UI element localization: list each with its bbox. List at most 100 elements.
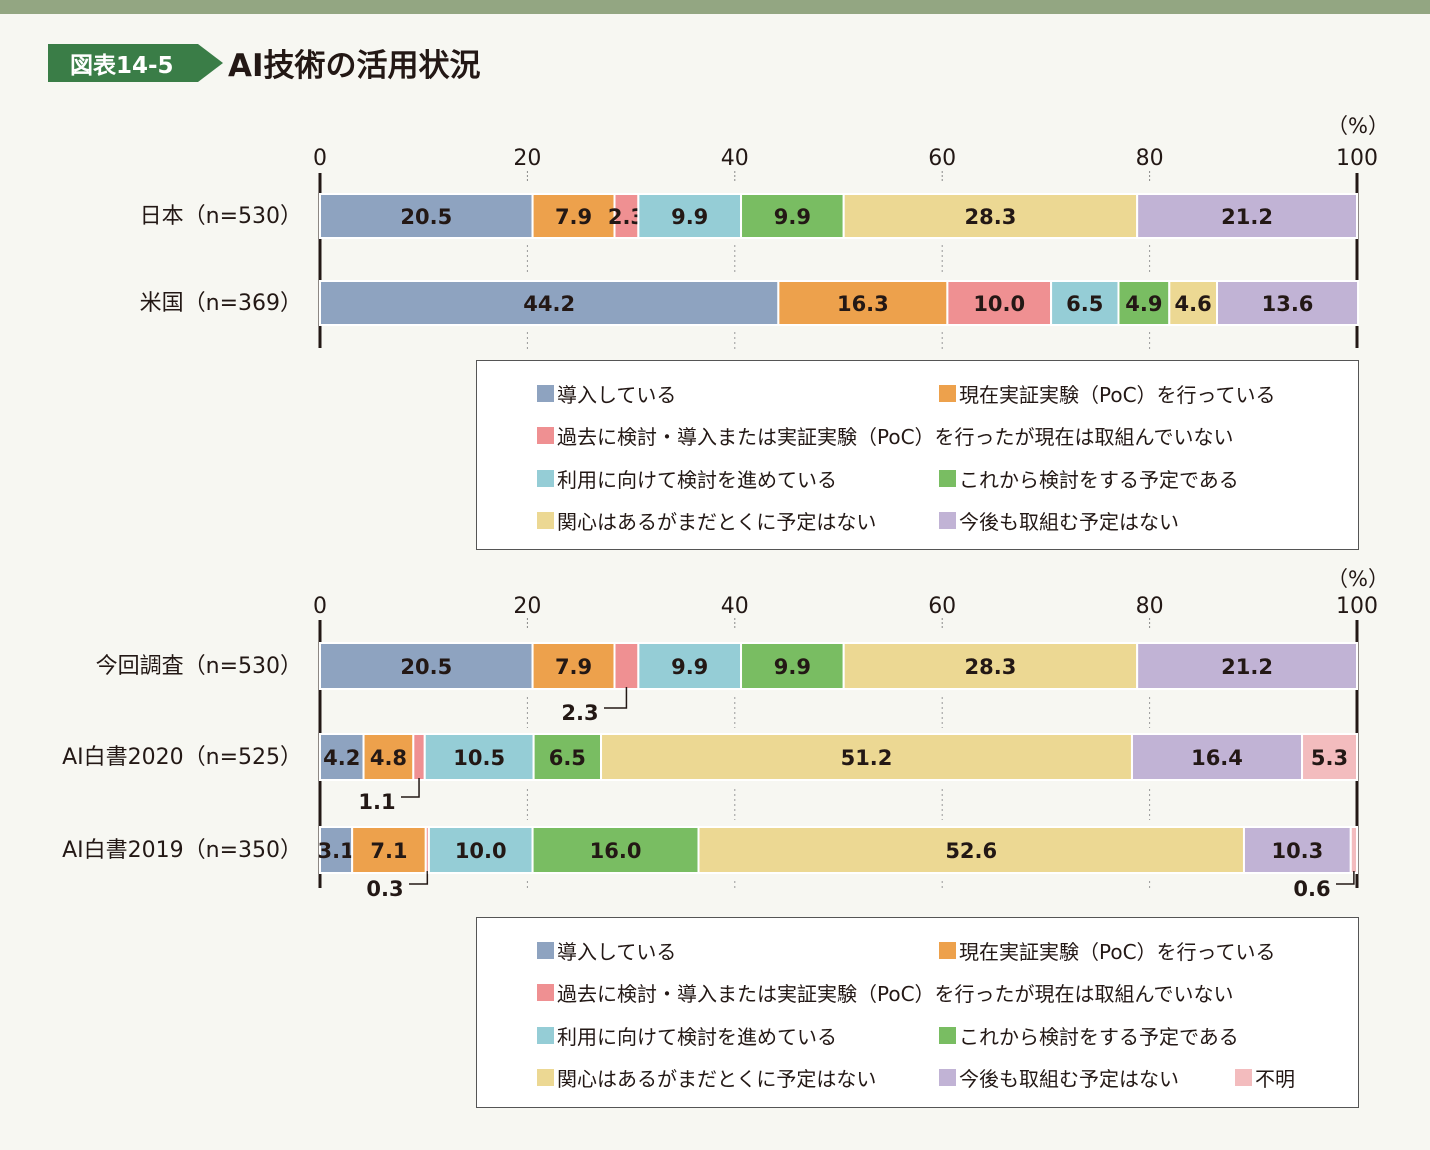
category-label: 今回調査（n=530） [96, 654, 302, 679]
bar-segment [1136, 642, 1358, 690]
legend-item: 過去に検討・導入または実証実験（PoC）を行ったが現在は取組んでいない [537, 421, 1234, 450]
bar-segment [319, 193, 534, 239]
legend-item: 利用に向けて検討を進めている [537, 1021, 837, 1050]
x-tick-label: 100 [1336, 146, 1378, 171]
legend-label: これから検討をする予定である [959, 1025, 1239, 1049]
legend-swatch [537, 942, 554, 959]
legend-item: 導入している [537, 936, 676, 965]
legend-label: 導入している [557, 940, 677, 964]
bar-segment [423, 733, 535, 781]
bar-segment [427, 826, 534, 874]
legend-label: 今後も取組む予定はない [959, 510, 1179, 534]
x-tick-label: 40 [721, 146, 749, 171]
legend-item: 関心はあるがまだとくに予定はない [537, 1063, 876, 1092]
legend-label: 関心はあるがまだとくに予定はない [557, 510, 877, 534]
data-label: 7.9 [555, 205, 592, 229]
bar-segment [319, 642, 534, 690]
legend-swatch [537, 385, 554, 402]
data-label: 16.4 [1191, 746, 1243, 770]
bar-segment [1117, 280, 1171, 326]
legend-item: 今後も取組む予定はない [939, 506, 1179, 535]
legend-swatch [939, 385, 956, 402]
legend-swatch [537, 427, 554, 444]
legend-box: 導入している 現在実証実験（PoC）を行っている過去に検討・導入または実証実験（P… [476, 360, 1359, 550]
bar-segment [842, 642, 1139, 690]
x-tick-label: 100 [1336, 594, 1378, 619]
data-label: 16.3 [837, 292, 889, 316]
bar-segment [1349, 826, 1358, 874]
data-label: 0.6 [1293, 877, 1330, 901]
data-label: 13.6 [1262, 292, 1314, 316]
legend-label: 今後も取組む予定はない [959, 1067, 1179, 1091]
figure-number-badge: 図表14-5 [48, 44, 223, 82]
data-label: 21.2 [1221, 205, 1273, 229]
data-label: 1.1 [358, 790, 395, 814]
legend-swatch [537, 470, 554, 487]
data-label: 9.9 [671, 655, 708, 679]
data-label: 9.9 [671, 205, 708, 229]
legend-item: 関心はあるがまだとくに予定はない [537, 506, 876, 535]
x-tick-label: 60 [928, 594, 956, 619]
data-label: 51.2 [841, 746, 893, 770]
legend-swatch [939, 942, 956, 959]
legend-item: これから検討をする予定である [939, 1021, 1239, 1050]
callout-leader-line [604, 687, 628, 709]
data-label: 16.0 [590, 839, 642, 863]
legend-swatch [537, 1069, 554, 1086]
bar-segment [1136, 193, 1358, 239]
legend-label: これから検討をする予定である [959, 468, 1239, 492]
legend-label: 現在実証実験（PoC）を行っている [959, 940, 1276, 964]
bar-segment [613, 642, 640, 690]
data-label: 5.3 [1311, 746, 1348, 770]
x-tick-label: 80 [1136, 594, 1164, 619]
legend-item: 不明 [1235, 1063, 1295, 1092]
data-label: 9.9 [774, 655, 811, 679]
bar-segment [740, 193, 845, 239]
data-label: 9.9 [774, 205, 811, 229]
category-label: AI白書2019（n=350） [62, 838, 302, 863]
bar-segment [697, 826, 1245, 874]
data-label: 20.5 [400, 655, 452, 679]
legend-swatch [939, 1027, 956, 1044]
bar-segment [1242, 826, 1352, 874]
legend-item: 過去に検討・導入または実証実験（PoC）を行ったが現在は取組んでいない [537, 978, 1234, 1007]
legend-item: 現在実証実験（PoC）を行っている [939, 936, 1276, 965]
bar-segment [319, 280, 780, 326]
legend-label: 現在実証実験（PoC）を行っている [959, 383, 1276, 407]
axis-unit-label: （%） [1327, 114, 1389, 138]
legend-item: 導入している [537, 379, 676, 408]
legend-label: 過去に検討・導入または実証実験（PoC）を行ったが現在は取組んでいない [557, 982, 1234, 1006]
category-label: 米国（n=369） [140, 291, 302, 316]
legend-box: 導入している 現在実証実験（PoC）を行っている過去に検討・導入または実証実験（P… [476, 917, 1359, 1108]
data-label: 52.6 [945, 839, 997, 863]
top-rule [0, 0, 1430, 14]
data-label: 4.8 [370, 746, 407, 770]
bar-segment [1216, 280, 1360, 326]
legend-swatch [939, 1069, 956, 1086]
bar-segment [362, 733, 415, 781]
data-label: 0.3 [366, 877, 403, 901]
data-label: 7.1 [370, 839, 407, 863]
x-tick-label: 0 [313, 594, 327, 619]
data-label: 10.0 [973, 292, 1025, 316]
legend-label: 不明 [1255, 1067, 1295, 1091]
bar-segment [531, 193, 616, 239]
data-label: 2.3 [561, 701, 598, 725]
legend-label: 過去に検討・導入または実証実験（PoC）を行ったが現在は取組んでいない [557, 425, 1234, 449]
data-label: 21.2 [1221, 655, 1273, 679]
legend-swatch [939, 470, 956, 487]
legend-swatch [537, 984, 554, 1001]
data-label: 10.3 [1271, 839, 1323, 863]
bar-segment [531, 642, 616, 690]
legend-label: 利用に向けて検討を進めている [557, 1025, 837, 1049]
data-label: 7.9 [555, 655, 592, 679]
bar-segment [1301, 733, 1358, 781]
bar-segment [740, 642, 845, 690]
data-label: 6.5 [1066, 292, 1103, 316]
data-label: 44.2 [523, 292, 575, 316]
legend-label: 導入している [557, 383, 677, 407]
legend-swatch [939, 512, 956, 529]
data-label: 4.6 [1175, 292, 1212, 316]
data-label: 4.9 [1125, 292, 1162, 316]
